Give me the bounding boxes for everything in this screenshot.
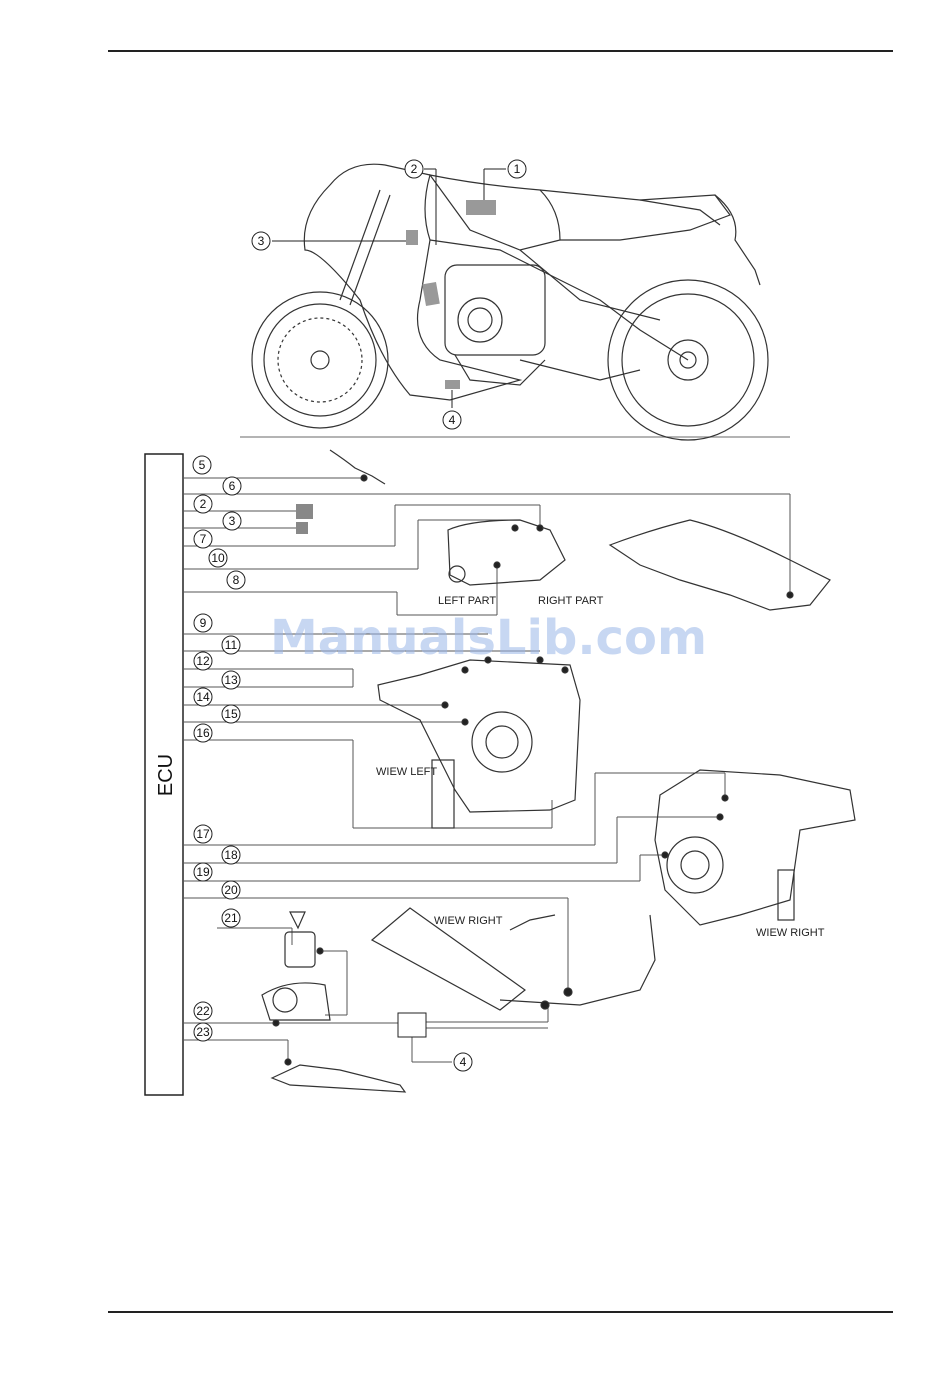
relay-box-4: [398, 1013, 426, 1037]
watermark: ManualsLib.com: [270, 610, 707, 666]
callout-3: 3: [252, 232, 270, 250]
svg-text:21: 21: [224, 911, 238, 925]
ecu-label: ECU: [155, 754, 177, 796]
ecu-position-marker-1: [466, 200, 496, 215]
ecu-callout-9: 9: [194, 614, 212, 632]
ecu-callout-10: 10: [209, 549, 227, 567]
svg-text:14: 14: [196, 690, 210, 704]
svg-text:3: 3: [258, 234, 265, 248]
svg-text:9: 9: [200, 616, 207, 630]
sensor-block-3: [296, 522, 308, 534]
svg-text:20: 20: [224, 883, 238, 897]
callout-1: 1: [508, 160, 526, 178]
motorcycle-illustration: [240, 164, 790, 440]
ecu-callout-7: 7: [194, 530, 212, 548]
ecu-callout-8: 8: [227, 571, 245, 589]
clutch-lever-illustration: [330, 450, 385, 484]
svg-text:4: 4: [460, 1055, 467, 1069]
svg-text:2: 2: [200, 497, 207, 511]
svg-text:10: 10: [211, 551, 225, 565]
ecu-callout-19: 19: [194, 863, 212, 881]
dashboard-illustration: [262, 983, 330, 1026]
ecu-callout-3: 3: [223, 512, 241, 530]
callout-2: 2: [405, 160, 423, 178]
ecu-callout-2: 2: [194, 495, 212, 513]
ecu-callout-23: 23: [194, 1023, 212, 1041]
svg-text:18: 18: [224, 848, 238, 862]
svg-text:16: 16: [196, 726, 210, 740]
svg-text:2: 2: [411, 162, 418, 176]
ecu-callout-20: 20: [222, 881, 240, 899]
side-stand-illustration: [272, 1059, 405, 1092]
ecu-position-marker-3: [422, 282, 440, 306]
svg-text:5: 5: [199, 458, 206, 472]
svg-text:22: 22: [196, 1004, 210, 1018]
ecu-position-marker-4: [445, 380, 460, 389]
ecu-callout-22: 22: [194, 1002, 212, 1020]
ecu-callout-14: 14: [194, 688, 212, 706]
left-part-label: LEFT PART: [438, 595, 496, 607]
view-right-engine-label: WIEW RIGHT: [756, 927, 825, 939]
exhaust-illustration: [372, 908, 655, 1010]
ecu-callout-18: 18: [222, 846, 240, 864]
callout-4: 4: [443, 411, 461, 429]
relay-callout-4: 4: [454, 1053, 472, 1071]
ecu-callout-16: 16: [194, 724, 212, 742]
svg-text:4: 4: [449, 413, 456, 427]
ecu-callout-21: 21: [222, 909, 240, 927]
svg-text:23: 23: [196, 1025, 210, 1039]
svg-text:13: 13: [224, 673, 238, 687]
svg-text:15: 15: [224, 707, 238, 721]
svg-text:1: 1: [514, 162, 521, 176]
ecu-callout-5: 5: [193, 456, 211, 474]
engine-left-illustration: [378, 657, 580, 828]
sensor-block-2: [296, 504, 313, 519]
svg-text:7: 7: [200, 532, 207, 546]
airbox-illustration: [448, 520, 565, 585]
svg-text:8: 8: [233, 573, 240, 587]
svg-text:11: 11: [225, 638, 238, 652]
ecu-callout-15: 15: [222, 705, 240, 723]
ecu-callout-11: 11: [222, 636, 240, 654]
right-part-label: RIGHT PART: [538, 595, 604, 607]
ecu-callout-17: 17: [194, 825, 212, 843]
view-right-exhaust-label: WIEW RIGHT: [434, 915, 503, 927]
svg-text:6: 6: [229, 479, 236, 493]
tank-illustration: [610, 520, 830, 610]
ecu-callout-12: 12: [194, 652, 212, 670]
svg-text:3: 3: [229, 514, 236, 528]
ecu-callout-6: 6: [223, 477, 241, 495]
ecu-callout-13: 13: [222, 671, 240, 689]
svg-text:12: 12: [196, 654, 210, 668]
view-left-label: WIEW LEFT: [376, 766, 437, 778]
ecu-position-marker-2: [406, 230, 418, 245]
svg-text:19: 19: [196, 865, 210, 879]
throttle-sensor-illustration: [285, 912, 323, 967]
engine-right-illustration: [655, 770, 855, 925]
svg-text:17: 17: [196, 827, 210, 841]
